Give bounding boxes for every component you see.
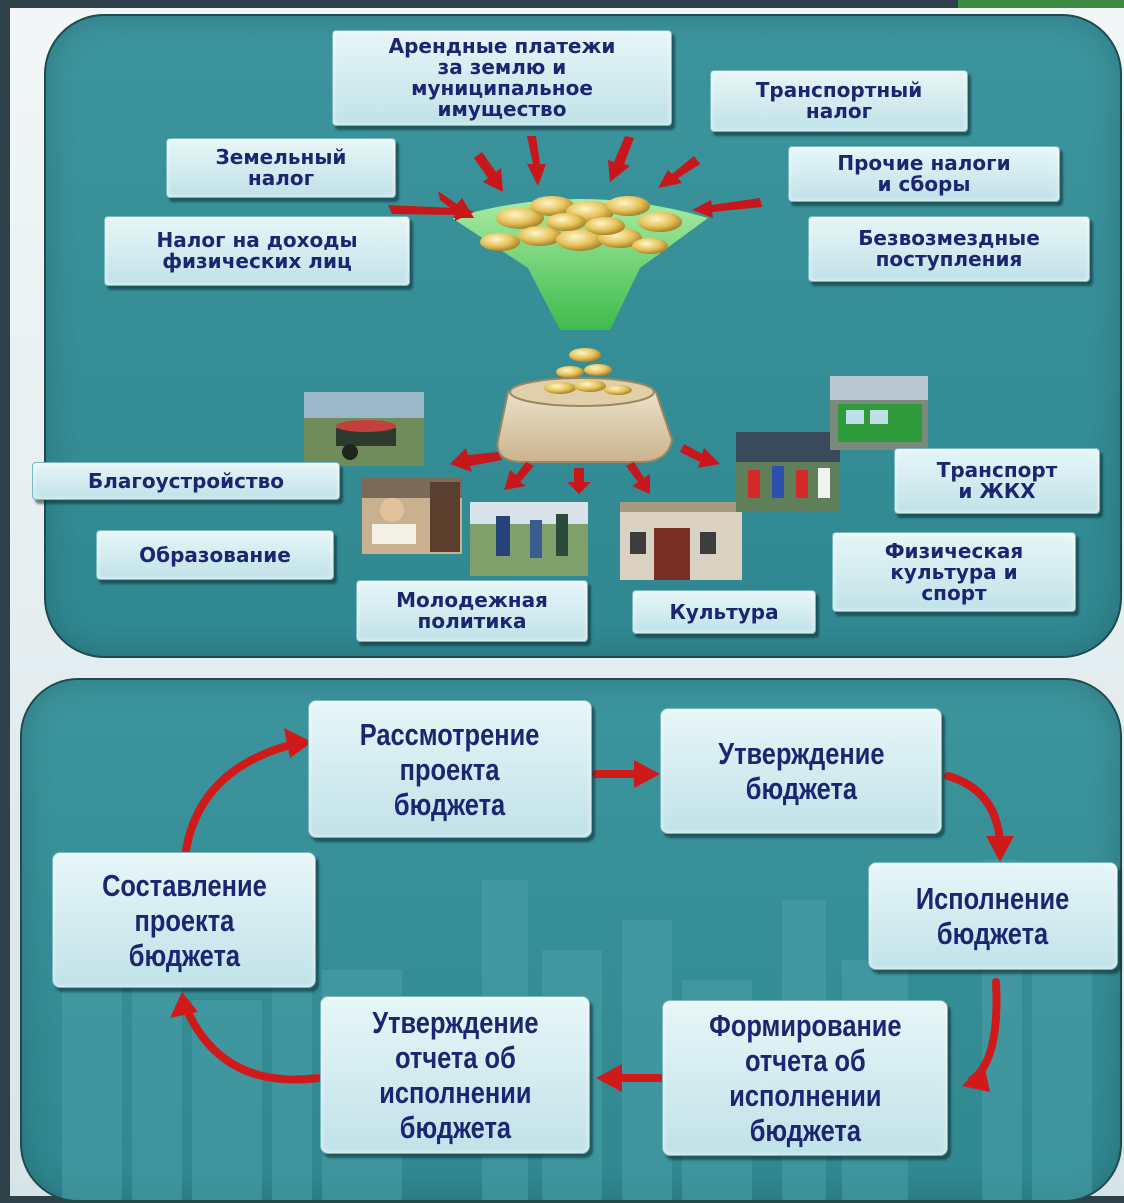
- expense-transport-housing-box: Транспорт и ЖКХ: [894, 448, 1100, 514]
- photo-culture: [620, 502, 742, 580]
- cycle-report-forming-box: Формирование отчета об исполнении бюджет…: [662, 1000, 948, 1156]
- cycle-execution-label: Исполнение бюджета: [916, 881, 1070, 951]
- photo-transport: [830, 376, 928, 450]
- outflow-arrows: [450, 444, 720, 494]
- inflow-arrow: [608, 136, 634, 182]
- outflow-arrow: [450, 448, 502, 472]
- expense-sport-box: Физическая культура и спорт: [832, 532, 1076, 612]
- cycle-draft-label: Составление проекта бюджета: [101, 867, 267, 973]
- photo-sport: [736, 432, 840, 512]
- arrowhead-approval: [634, 760, 660, 788]
- arrowhead-review: [284, 728, 312, 758]
- cycle-review-label: Рассмотрение проекта бюджета: [360, 716, 540, 822]
- slide-accent-bar: [958, 0, 1124, 8]
- outflow-arrow: [504, 462, 534, 490]
- cycle-arrow-draft-to-review: [182, 741, 294, 854]
- outflow-arrow: [680, 444, 720, 468]
- cycle-review-box: Рассмотрение проекта бюджета: [308, 700, 592, 838]
- cycle-report-approval-label: Утверждение отчета об исполнении бюджета: [371, 1005, 539, 1145]
- photo-education: [362, 478, 462, 554]
- cycle-report-forming-label: Формирование отчета об исполнении бюджет…: [708, 1008, 902, 1148]
- revenue-income-tax-box: Налог на доходы физических лиц: [104, 216, 410, 286]
- expense-culture-box: Культура: [632, 590, 816, 634]
- cycle-approval-box: Утверждение бюджета: [660, 708, 942, 834]
- arrowhead-report-approval: [596, 1064, 622, 1092]
- inflow-arrow: [658, 156, 700, 188]
- inflow-arrow: [527, 136, 546, 186]
- inflow-arrow: [388, 203, 474, 221]
- expense-education-box: Образование: [96, 530, 334, 580]
- coins-pile: [480, 196, 682, 378]
- revenue-grants-box: Безвозмездные поступления: [808, 216, 1090, 282]
- arrowhead-draft: [170, 992, 198, 1018]
- revenue-land-tax-box: Земельный налог: [166, 138, 396, 198]
- cycle-arrow-approval-to-execution: [944, 772, 1004, 846]
- expense-improvement-box: Благоустройство: [32, 462, 340, 500]
- inflow-arrow: [692, 198, 762, 218]
- funnel-shape: [452, 199, 708, 330]
- outflow-arrow: [567, 468, 591, 494]
- outflow-arrow: [626, 462, 650, 494]
- arrowhead-execution: [986, 836, 1014, 862]
- cycle-execution-box: Исполнение бюджета: [868, 862, 1118, 970]
- cycle-report-approval-box: Утверждение отчета об исполнении бюджета: [320, 996, 590, 1154]
- revenue-transport-tax-box: Транспортный налог: [710, 70, 968, 132]
- inflow-arrow: [474, 152, 503, 192]
- sack-coins: [544, 380, 632, 395]
- cycle-draft-box: Составление проекта бюджета: [52, 852, 316, 988]
- photo-youth: [470, 502, 588, 576]
- cycle-approval-label: Утверждение бюджета: [717, 736, 885, 806]
- revenue-rent-box: Арендные платежи за землю и муниципально…: [332, 30, 672, 126]
- photo-improvement: [304, 392, 424, 466]
- revenue-other-taxes-box: Прочие налоги и сборы: [788, 146, 1060, 202]
- expense-youth-policy-box: Молодежная политика: [356, 580, 588, 642]
- cycle-arrow-report-approval-to-draft: [182, 1004, 322, 1084]
- arrowhead-forming: [962, 1064, 990, 1092]
- inflow-arrows: [388, 136, 762, 221]
